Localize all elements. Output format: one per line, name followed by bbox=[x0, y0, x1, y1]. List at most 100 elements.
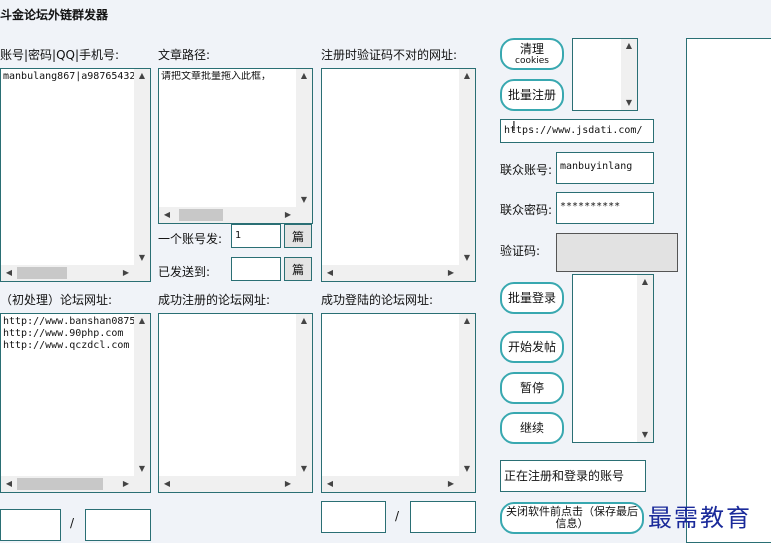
vertical-scrollbar[interactable]: ▲ ▼ bbox=[134, 69, 150, 265]
scrollbar-thumb[interactable] bbox=[17, 267, 67, 279]
captcha-label: 验证码: bbox=[500, 244, 541, 258]
scroll-up-icon[interactable]: ▲ bbox=[641, 277, 649, 286]
captcha-image[interactable] bbox=[556, 233, 678, 272]
scroll-down-icon[interactable]: ▼ bbox=[463, 253, 471, 262]
scroll-down-icon[interactable]: ▼ bbox=[300, 464, 308, 473]
scroll-up-icon[interactable]: ▲ bbox=[300, 316, 308, 325]
accounts-label: 账号|密码|QQ|手机号: bbox=[0, 48, 120, 62]
clear-cookies-label: 清理 bbox=[519, 42, 544, 56]
log-panel[interactable] bbox=[686, 38, 771, 543]
scroll-up-icon[interactable]: ▲ bbox=[300, 71, 308, 80]
scroll-right-icon[interactable]: ▶ bbox=[122, 268, 130, 277]
scroll-up-icon[interactable]: ▲ bbox=[463, 71, 471, 80]
scrollbar-corner bbox=[459, 265, 475, 281]
scroll-right-icon[interactable]: ▶ bbox=[122, 479, 130, 488]
scrollbar-corner bbox=[296, 207, 312, 223]
scrollbar-thumb[interactable] bbox=[17, 478, 103, 490]
scroll-down-icon[interactable]: ▼ bbox=[138, 464, 146, 473]
logged-in-urls-label: 成功登陆的论坛网址: bbox=[321, 293, 434, 307]
forum-urls-textarea[interactable]: http://www.banshan0875 http://www.90php.… bbox=[0, 313, 151, 493]
scroll-left-icon[interactable]: ◀ bbox=[326, 268, 334, 277]
accounts-textarea[interactable]: manbulang867|a98765432. ▲ ▼ ◀ ▶ bbox=[0, 68, 151, 282]
article-path-textarea[interactable]: 请把文章批量拖入此框， ▲ ▼ ◀ ▶ bbox=[158, 68, 313, 224]
logged-in-urls-textarea[interactable]: ▲ ▼ ◀ ▶ bbox=[321, 313, 476, 493]
vertical-scrollbar[interactable]: ▲ ▼ bbox=[134, 314, 150, 476]
horizontal-scrollbar[interactable]: ◀ ▶ bbox=[322, 265, 459, 281]
scroll-up-icon[interactable]: ▲ bbox=[463, 316, 471, 325]
horizontal-scrollbar[interactable]: ◀ ▶ bbox=[159, 476, 296, 492]
batch-register-button[interactable]: 批量注册 bbox=[500, 79, 564, 111]
per-account-input[interactable]: 1 bbox=[231, 224, 281, 248]
scroll-down-icon[interactable]: ▼ bbox=[463, 464, 471, 473]
vertical-scrollbar[interactable]: ▲ ▼ bbox=[459, 314, 475, 476]
scrollbar-thumb[interactable] bbox=[179, 209, 223, 221]
status-box: 正在注册和登录的账号 bbox=[500, 460, 646, 492]
scroll-right-icon[interactable]: ▶ bbox=[284, 479, 292, 488]
article-text: 请把文章批量拖入此框， bbox=[161, 71, 271, 82]
scroll-up-icon[interactable]: ▲ bbox=[138, 71, 146, 80]
small-listbox[interactable]: ▲ ▼ bbox=[572, 38, 638, 111]
account-listbox[interactable]: ▲ ▼ bbox=[572, 274, 654, 443]
horizontal-scrollbar[interactable]: ◀ ▶ bbox=[1, 265, 134, 281]
captcha-wrong-label: 注册时验证码不对的网址: bbox=[321, 48, 458, 62]
horizontal-scrollbar[interactable]: ◀ ▶ bbox=[159, 207, 296, 223]
horizontal-scrollbar[interactable]: ◀ ▶ bbox=[1, 476, 134, 492]
scrollbar-corner bbox=[134, 265, 150, 281]
scroll-left-icon[interactable]: ◀ bbox=[163, 210, 171, 219]
scroll-left-icon[interactable]: ◀ bbox=[163, 479, 171, 488]
login-count-right-input[interactable] bbox=[410, 501, 476, 533]
batch-login-button[interactable]: 批量登录 bbox=[500, 282, 564, 314]
vertical-scrollbar[interactable]: ▲ ▼ bbox=[296, 69, 312, 207]
scroll-left-icon[interactable]: ◀ bbox=[5, 479, 13, 488]
registered-urls-label: 成功注册的论坛网址: bbox=[158, 293, 271, 307]
lianzhong-account-label: 联众账号: bbox=[500, 163, 553, 177]
scroll-up-icon[interactable]: ▲ bbox=[625, 41, 633, 50]
url-input[interactable]: https://www.jsdati.com/ bbox=[500, 119, 654, 143]
clear-cookies-button[interactable]: 清理 cookies bbox=[500, 38, 564, 70]
forum-urls-text: http://www.banshan0875 http://www.90php.… bbox=[3, 316, 134, 351]
clear-cookies-sublabel: cookies bbox=[515, 56, 549, 66]
lianzhong-account-input[interactable]: manbuyinlang bbox=[556, 152, 654, 184]
scroll-down-icon[interactable]: ▼ bbox=[138, 253, 146, 262]
forum-urls-label: （初处理）论坛网址: bbox=[0, 293, 113, 307]
captcha-wrong-textarea[interactable]: ▲ ▼ ◀ ▶ bbox=[321, 68, 476, 282]
text-cursor-icon: I bbox=[512, 120, 516, 135]
sent-to-input[interactable] bbox=[231, 257, 281, 281]
close-save-button[interactable]: 关闭软件前点击（保存最后信息） bbox=[500, 502, 644, 534]
vertical-scrollbar[interactable]: ▲ ▼ bbox=[621, 39, 637, 110]
scrollbar-corner bbox=[134, 476, 150, 492]
scrollbar-corner bbox=[296, 476, 312, 492]
window-title: 斗金论坛外链群发器 bbox=[0, 8, 109, 22]
scroll-down-icon[interactable]: ▼ bbox=[625, 98, 633, 107]
scroll-down-icon[interactable]: ▼ bbox=[300, 195, 308, 204]
lianzhong-password-label: 联众密码: bbox=[500, 203, 553, 217]
article-path-label: 文章路径: bbox=[158, 48, 211, 62]
sent-to-unit: 篇 bbox=[284, 257, 312, 281]
horizontal-scrollbar[interactable]: ◀ ▶ bbox=[322, 476, 459, 492]
lianzhong-password-input[interactable]: ********** bbox=[556, 192, 654, 224]
vertical-scrollbar[interactable]: ▲ ▼ bbox=[459, 69, 475, 265]
pause-button[interactable]: 暂停 bbox=[500, 372, 564, 404]
scroll-right-icon[interactable]: ▶ bbox=[284, 210, 292, 219]
scroll-down-icon[interactable]: ▼ bbox=[641, 430, 649, 439]
per-account-label: 一个账号发: bbox=[158, 232, 223, 246]
start-post-button[interactable]: 开始发帖 bbox=[500, 331, 564, 363]
vertical-scrollbar[interactable]: ▲ ▼ bbox=[637, 275, 653, 442]
watermark-text: 最需教育 bbox=[648, 504, 752, 532]
scroll-right-icon[interactable]: ▶ bbox=[447, 268, 455, 277]
scroll-up-icon[interactable]: ▲ bbox=[138, 316, 146, 325]
scroll-right-icon[interactable]: ▶ bbox=[447, 479, 455, 488]
scroll-left-icon[interactable]: ◀ bbox=[326, 479, 334, 488]
count-right-input[interactable] bbox=[85, 509, 151, 541]
sent-to-label: 已发送到: bbox=[158, 265, 211, 279]
login-count-left-input[interactable] bbox=[321, 501, 386, 533]
scroll-left-icon[interactable]: ◀ bbox=[5, 268, 13, 277]
slash-separator: / bbox=[70, 516, 75, 530]
registered-urls-textarea[interactable]: ▲ ▼ ◀ ▶ bbox=[158, 313, 313, 493]
count-left-input[interactable] bbox=[0, 509, 61, 541]
vertical-scrollbar[interactable]: ▲ ▼ bbox=[296, 314, 312, 476]
accounts-text: manbulang867|a98765432. bbox=[3, 71, 134, 82]
per-account-unit: 篇 bbox=[284, 224, 312, 248]
resume-button[interactable]: 继续 bbox=[500, 412, 564, 444]
slash-separator: / bbox=[395, 509, 400, 523]
